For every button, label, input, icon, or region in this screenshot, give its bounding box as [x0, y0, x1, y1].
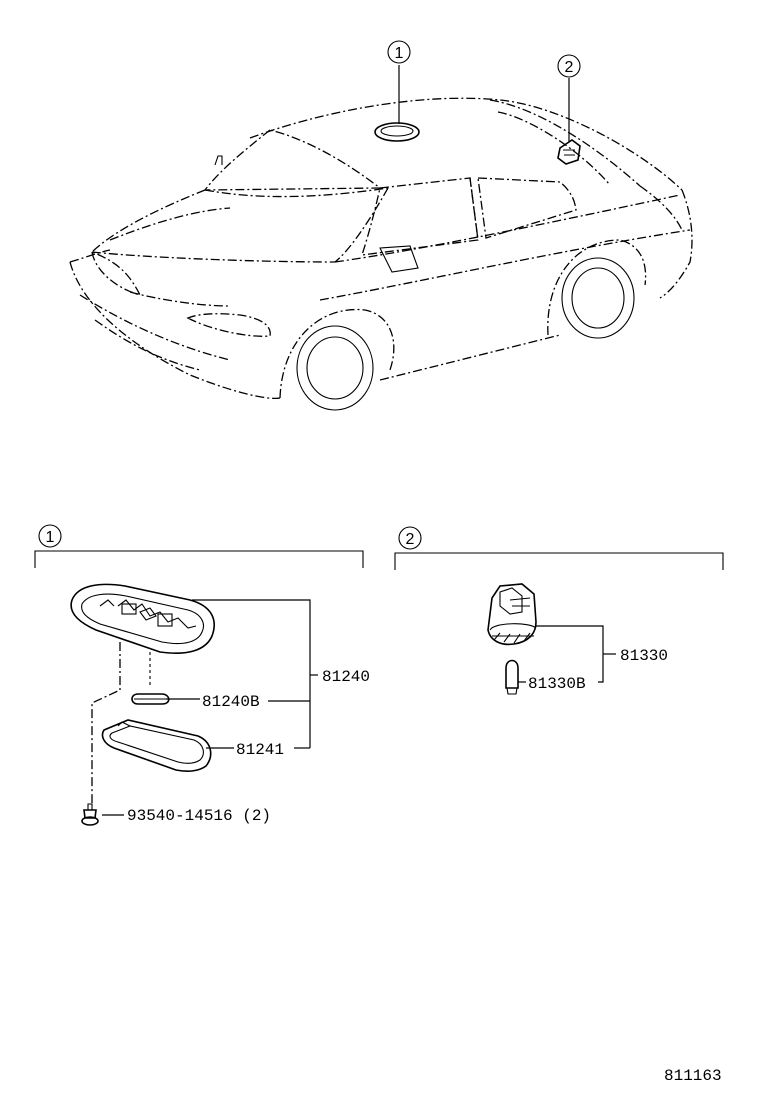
section-2-bracket: 2 [394, 526, 724, 570]
part-number-81240B: 81240B [202, 693, 260, 711]
part-number-81240: 81240 [322, 668, 370, 686]
part-number-81330: 81330 [620, 647, 668, 665]
callout-1-overview: 1 [387, 40, 411, 64]
dome-light-lens [101, 719, 212, 772]
car-overview-illustration [69, 65, 693, 411]
screw-alignment-line [91, 642, 121, 805]
dome-light-bulb [131, 693, 170, 705]
part-number-81241: 81241 [236, 741, 284, 759]
dome-light-location [374, 122, 420, 142]
luggage-lamp-bulb [505, 659, 519, 695]
part-number-93540-14516: 93540-14516 (2) [127, 807, 271, 825]
section-2-callout: 2 [406, 531, 415, 548]
illustration-number: 811163 [664, 1067, 722, 1085]
part-number-81330B: 81330B [528, 675, 586, 693]
dome-light-housing [70, 583, 215, 654]
luggage-lamp-assembly [487, 583, 537, 646]
callout-1-overview-text: 1 [395, 45, 404, 62]
section-1-bracket: 1 [34, 524, 364, 568]
callout-2-overview: 2 [557, 54, 581, 78]
screw [81, 803, 99, 826]
section-1-callout: 1 [46, 529, 55, 546]
callout-2-overview-text: 2 [565, 59, 574, 76]
luggage-light-location [557, 139, 581, 165]
